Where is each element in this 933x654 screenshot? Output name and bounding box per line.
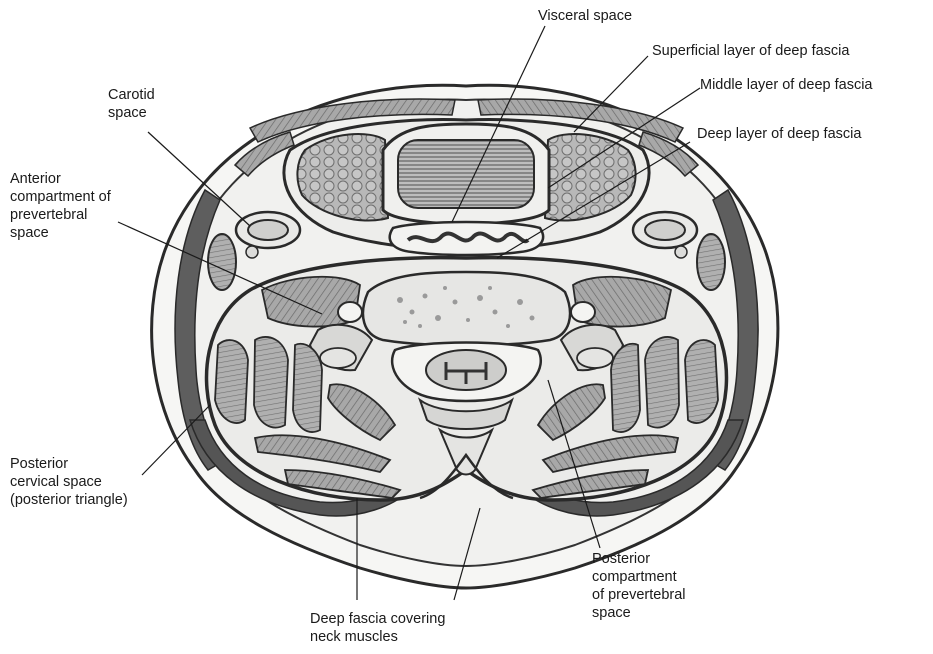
nerve-root-left (320, 348, 356, 368)
label-deep-layer: Deep layer of deep fascia (697, 125, 861, 143)
label-text: Superficial layer of deep fascia (652, 42, 849, 60)
label-line: space (108, 104, 155, 122)
nerve-root-right (577, 348, 613, 368)
label-line: of prevertebral (592, 586, 686, 604)
lateral-muscle-left (208, 234, 236, 290)
label-middle-layer: Middle layer of deep fascia (700, 76, 873, 94)
label-line: Carotid (108, 86, 155, 104)
label-line: Posterior (592, 550, 686, 568)
label-superficial-layer: Superficial layer of deep fascia (652, 42, 849, 60)
label-line: neck muscles (310, 628, 445, 646)
tracheal-rings (398, 140, 534, 208)
label-line: space (592, 604, 686, 622)
label-anterior-compartment: Anterior compartment of prevertebral spa… (10, 170, 111, 242)
label-line: compartment (592, 568, 686, 586)
label-line: prevertebral (10, 206, 111, 224)
label-posterior-cervical-space: Posterior cervical space (posterior tria… (10, 455, 128, 509)
transverse-foramen-left (338, 302, 362, 322)
label-line: Posterior (10, 455, 128, 473)
label-deep-fascia-neck-muscles: Deep fascia covering neck muscles (310, 610, 445, 646)
label-line: Deep fascia covering (310, 610, 445, 628)
label-line: cervical space (10, 473, 128, 491)
label-text: Middle layer of deep fascia (700, 76, 873, 94)
label-text: Deep layer of deep fascia (697, 125, 861, 143)
label-line: space (10, 224, 111, 242)
label-line: Anterior (10, 170, 111, 188)
label-line: compartment of (10, 188, 111, 206)
transverse-foramen-right (571, 302, 595, 322)
lateral-muscle-right (697, 234, 725, 290)
label-line: (posterior triangle) (10, 491, 128, 509)
vertebral-body (363, 272, 570, 345)
label-visceral-space: Visceral space (538, 7, 632, 25)
label-carotid-space: Carotid space (108, 86, 155, 122)
label-text: Visceral space (538, 7, 632, 25)
label-posterior-compartment: Posterior compartment of prevertebral sp… (592, 550, 686, 622)
